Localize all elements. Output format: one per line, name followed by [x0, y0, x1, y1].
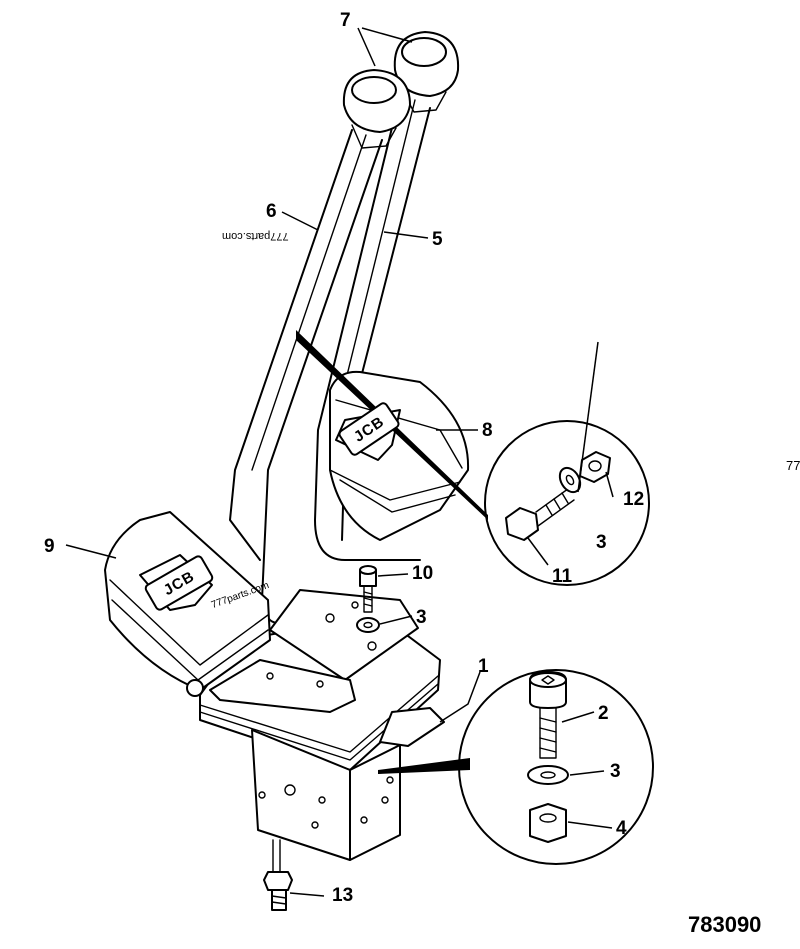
knob-right [393, 31, 460, 113]
callout-1: 1 [478, 656, 489, 677]
washer-3-upper [356, 617, 380, 633]
callout-9: 9 [44, 536, 55, 557]
watermark-rotated: 777parts.com [222, 230, 289, 242]
callout-3-detail-upper: 3 [596, 532, 607, 553]
callout-8: 8 [482, 420, 493, 441]
callout-13: 13 [332, 885, 354, 906]
callout-12: 12 [623, 489, 645, 510]
callout-11: 11 [552, 566, 573, 587]
gaiter-cover-8 [329, 370, 470, 541]
callout-6: 6 [266, 201, 277, 222]
mounting-plate [209, 589, 419, 713]
part-number: 783090 [688, 912, 762, 937]
watermark-edge: 77 [786, 458, 800, 473]
callout-3-upper: 3 [416, 607, 427, 628]
callout-4: 4 [616, 818, 627, 839]
fitting-13 [263, 839, 293, 911]
callout-5: 5 [432, 229, 443, 250]
detail-circle-lower [378, 669, 654, 865]
callout-2: 2 [598, 703, 609, 724]
callout-3-detail-lower: 3 [610, 761, 621, 782]
callout-10: 10 [412, 563, 434, 584]
leader-lines [65, 27, 614, 897]
bolt-10 [359, 565, 377, 613]
callout-7: 7 [340, 10, 351, 31]
knob-left [342, 69, 411, 149]
